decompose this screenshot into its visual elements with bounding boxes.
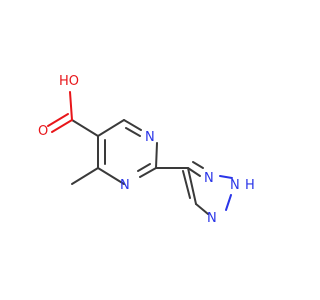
bond-c5t-c4t bbox=[187, 167, 197, 205]
atom-label-triazole-nitrogen-left: N bbox=[204, 171, 214, 186]
atom-label-ring-nitrogen-top: N bbox=[145, 130, 155, 145]
bond-c6-n1 bbox=[123, 119, 142, 131]
atom-label-carbonyl-oxygen: O bbox=[38, 124, 48, 139]
bond-c-ring-to-cooh bbox=[71, 119, 99, 137]
bond-n1t-c5t bbox=[195, 203, 209, 215]
bond-c-o-double-2 bbox=[47, 113, 69, 127]
atom-label-ring-nitrogen-bottom: N bbox=[120, 178, 130, 193]
molecule-structure: HO O N N N N H N bbox=[38, 74, 255, 226]
bond-n3-c4 bbox=[97, 167, 125, 185]
triazole-ring bbox=[182, 161, 233, 215]
bond-c2-n3-double bbox=[137, 163, 151, 172]
atom-label-triazole-nitrogen-nh: N bbox=[230, 178, 240, 193]
bond-c2-n3 bbox=[139, 167, 157, 178]
bond-c4t-n3t-double bbox=[192, 161, 204, 169]
atom-label-hydroxyl: HO bbox=[59, 74, 79, 89]
bond-c6-n1-double bbox=[125, 127, 141, 137]
bond-c4t-n3t bbox=[187, 167, 201, 177]
bond-c5-c6 bbox=[97, 119, 125, 137]
bond-c-o-double-1 bbox=[51, 119, 73, 133]
atom-label-triazole-h: H bbox=[245, 178, 255, 193]
atom-label-triazole-nitrogen-bottom: N bbox=[207, 211, 217, 226]
bond-n3t-n2t bbox=[219, 175, 233, 179]
bond-c-oh bbox=[69, 91, 73, 121]
bond-n1-c2 bbox=[155, 142, 158, 169]
bond-n2t-n1t bbox=[225, 194, 232, 211]
carboxylic-acid-group bbox=[47, 91, 99, 137]
pyrimidine-ring bbox=[71, 119, 158, 185]
bond-c5t-c4t-double bbox=[182, 170, 191, 199]
bond-c4-methyl bbox=[71, 167, 99, 185]
